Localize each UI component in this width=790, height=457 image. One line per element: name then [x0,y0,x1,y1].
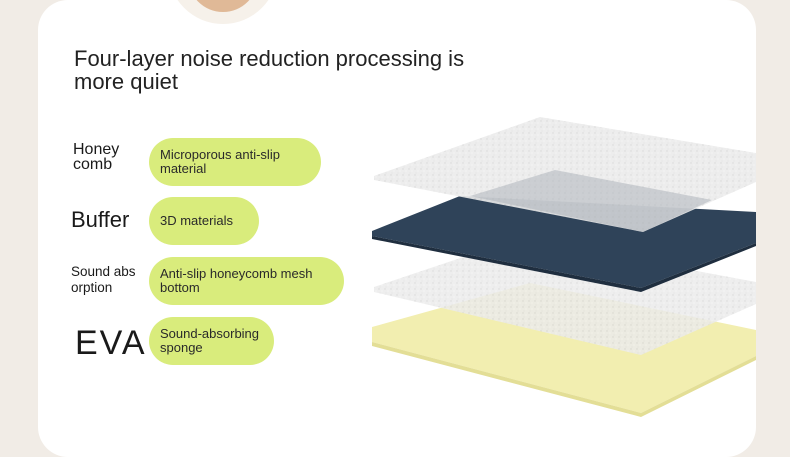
layer-desc-eva: Sound-absorbing sponge [149,317,274,365]
layer-desc-honeycomb: Microporous anti-slip material [149,138,321,186]
layer-label-eva: EVA [75,324,147,362]
layer-label-buffer: Buffer [71,207,130,232]
honeycomb-layer-shadow [470,170,712,232]
layer-desc-text: Anti-slip honeycomb mesh bottom [160,266,313,295]
layer-label-honeycomb: Honey comb [73,141,120,173]
layer-desc-sound-absorption: Anti-slip honeycomb mesh bottom [149,257,344,305]
layer-desc-text: 3D materials [160,213,233,228]
page-title: Four-layer noise reduction processing is… [74,46,465,94]
layer-desc-buffer: 3D materials [149,197,259,245]
layer-desc-text: Microporous anti-slip material [160,147,280,176]
layer-label-sound-absorption: Sound absorption [71,264,136,295]
layer-desc-text: Sound-absorbing sponge [160,326,260,355]
